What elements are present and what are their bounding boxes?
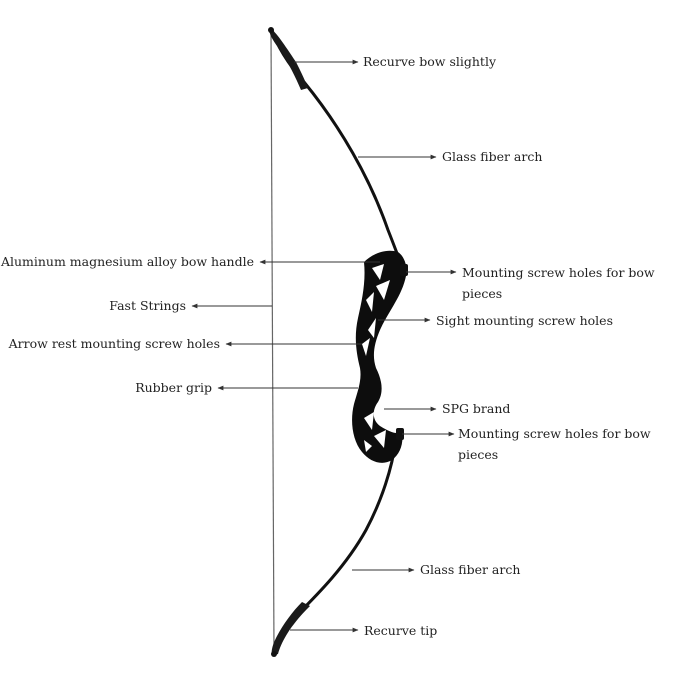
lower-limb xyxy=(271,439,398,657)
label-fast-strings: Fast Strings xyxy=(109,298,186,313)
label-mount-upper-2: pieces xyxy=(462,286,502,301)
label-arrow-rest: Arrow rest mounting screw holes xyxy=(8,336,220,351)
label-recurve-slightly: Recurve bow slightly xyxy=(363,54,497,69)
riser-handle xyxy=(352,250,408,463)
label-mount-lower-1: Mounting screw holes for bow xyxy=(458,426,651,441)
label-mount-lower-2: pieces xyxy=(458,447,498,462)
bow-string xyxy=(270,31,275,653)
label-handle: Aluminum magnesium alloy bow handle xyxy=(0,254,254,269)
label-spg-brand: SPG brand xyxy=(442,401,510,416)
label-sight-holes: Sight mounting screw holes xyxy=(436,313,613,328)
label-recurve-tip: Recurve tip xyxy=(364,623,437,638)
upper-limb xyxy=(268,27,400,257)
label-mount-upper-1: Mounting screw holes for bow xyxy=(462,265,655,280)
label-glass-fiber-lower: Glass fiber arch xyxy=(420,562,520,577)
leader-lines xyxy=(191,59,457,633)
label-rubber-grip: Rubber grip xyxy=(135,380,212,395)
label-glass-fiber-upper: Glass fiber arch xyxy=(442,149,542,164)
